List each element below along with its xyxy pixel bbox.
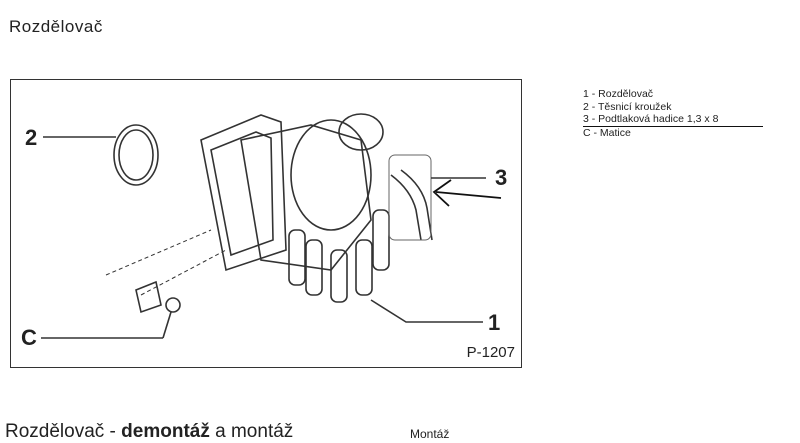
mounting-flange	[200, 114, 287, 272]
callout-c: C	[21, 325, 37, 350]
distributor-body	[240, 124, 372, 271]
distributor-drawing	[41, 113, 502, 339]
callout-1: 1	[488, 310, 501, 335]
washer	[135, 280, 162, 314]
callout-2: 2	[25, 125, 38, 150]
nut	[165, 297, 181, 313]
legend-item: C - Matice	[583, 126, 631, 139]
page-title: Rozdělovač	[9, 17, 103, 36]
section-heading: Rozdělovač - demontáž a montáž	[5, 421, 293, 443]
legend-item: 1 - Rozdělovač	[583, 88, 654, 100]
sealing-ring	[113, 124, 159, 186]
legend-item: 3 - Podtlaková hadice 1,3 x 8	[583, 113, 764, 127]
legend-item: 2 - Těsnicí kroužek	[583, 100, 672, 113]
heading-part-bold: demontáž	[121, 421, 210, 442]
vacuum-hose	[390, 174, 422, 241]
exploded-diagram: 2 3 1 C P-1207	[10, 79, 522, 368]
subheading: Montáž	[410, 427, 450, 441]
figure-code: P-1207	[466, 344, 515, 361]
heading-part: Rozdělovač -	[5, 421, 122, 442]
heading-part: a montáž	[209, 421, 294, 442]
legend: 1 - Rozdělovač 2 - Těsnicí kroužek 3 - P…	[583, 88, 764, 139]
callout-3: 3	[495, 165, 508, 190]
vacuum-unit	[338, 113, 384, 151]
